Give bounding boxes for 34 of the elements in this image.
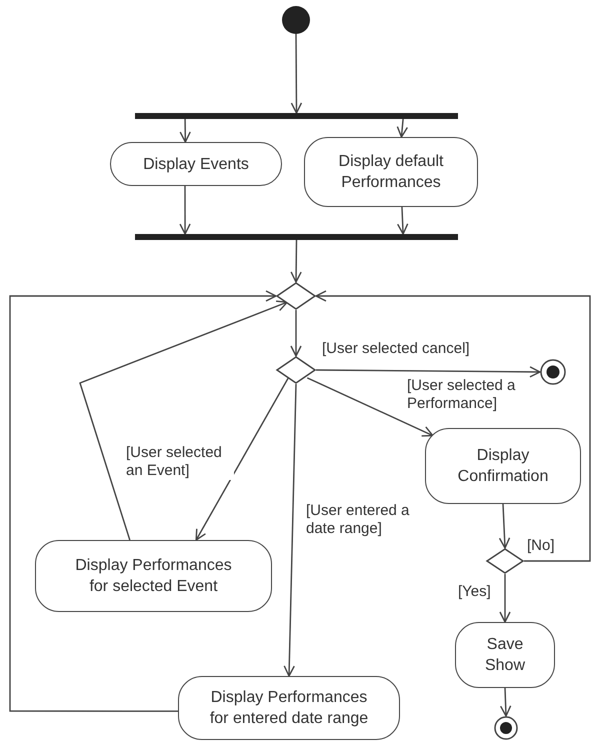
activity-box <box>304 137 478 207</box>
activity-label: Save Show <box>484 635 526 676</box>
activity-label: Display Performances for entered date range <box>208 688 370 729</box>
activity-label: Display Confirmation <box>456 446 550 487</box>
arrow <box>180 119 191 143</box>
guard-label: [User entered a date range] <box>306 502 410 538</box>
arrow <box>498 504 510 549</box>
guard-label: [User selected cancel] <box>322 340 470 358</box>
arrow <box>306 377 434 437</box>
arrow <box>290 34 302 114</box>
arrow <box>195 378 289 541</box>
guard-label: [User selected an Event] <box>126 444 234 480</box>
arrow <box>315 290 591 562</box>
arrow <box>290 310 302 357</box>
arrow <box>500 688 512 717</box>
activity-box <box>178 676 400 740</box>
arrow <box>396 206 408 235</box>
arrow <box>290 240 302 283</box>
arrow <box>179 186 191 235</box>
activity-box <box>35 540 272 612</box>
guard-label: [Yes] <box>458 583 491 601</box>
activity-label: Display Events <box>143 154 249 174</box>
activity-label: Display default Performances <box>338 152 444 193</box>
activity-box <box>455 622 555 688</box>
arrow <box>284 384 297 677</box>
activity-box <box>425 428 581 504</box>
arrow <box>79 300 288 540</box>
activity-box <box>110 142 282 186</box>
arrow <box>9 290 277 712</box>
arrow <box>316 366 541 378</box>
arrow <box>499 574 511 623</box>
guard-label: [No] <box>527 537 555 555</box>
arrow <box>396 118 408 138</box>
activity-label: Display Performances for selected Event <box>74 556 233 597</box>
